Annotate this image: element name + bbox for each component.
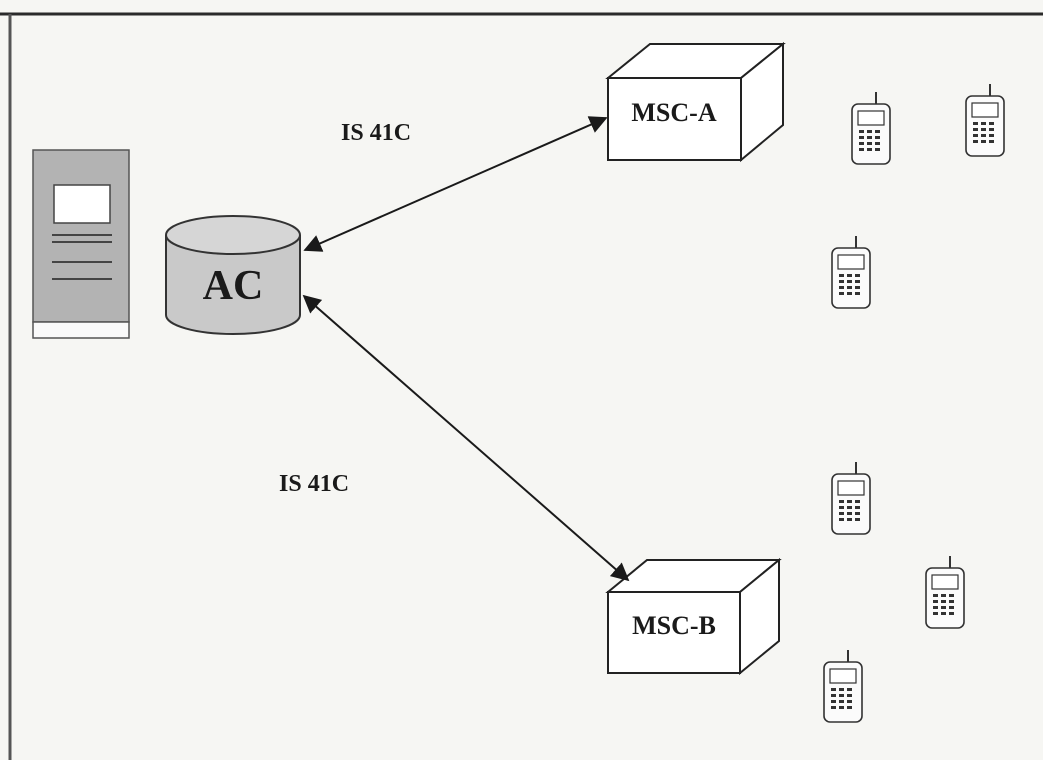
mobile-phone-icon (965, 83, 1005, 157)
link-ac-msc-a (303, 116, 608, 252)
database-icon: AC (165, 215, 301, 335)
server-icon (32, 149, 130, 339)
mobile-phone-icon (831, 235, 871, 309)
ac-label: AC (203, 263, 264, 309)
link-label-upper: IS 41C (341, 120, 411, 146)
mobile-phone-icon (823, 649, 863, 723)
mobile-phone-icon (831, 461, 871, 535)
link-label-lower: IS 41C (279, 471, 349, 497)
msc-b-box: MSC-B (605, 557, 782, 676)
msc-a-box: MSC-A (605, 41, 786, 163)
msc-a-label: MSC-A (631, 98, 716, 127)
mobile-phone-icon (851, 91, 891, 165)
msc-b-label: MSC-B (632, 611, 716, 640)
mobile-phone-icon (925, 555, 965, 629)
link-ac-msc-b (302, 294, 630, 582)
